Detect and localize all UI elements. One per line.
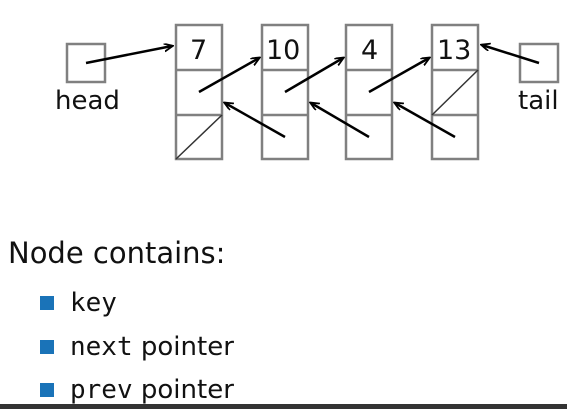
prev-arrow-2 — [225, 103, 286, 139]
list-node-4: 13 — [430, 23, 480, 161]
next-arrow-3 — [368, 58, 429, 94]
bullet-code: next — [70, 332, 133, 362]
null-prev-slash — [175, 114, 223, 160]
prev-arrow-3 — [311, 103, 370, 139]
bullet-code: key — [70, 288, 117, 318]
doubly-linked-list-diagram: head tail 7 10 4 13 — [55, 23, 560, 161]
node-key: 10 — [266, 35, 300, 66]
prev-arrow-4 — [395, 103, 456, 139]
node-key: 7 — [190, 35, 207, 66]
list-node-2: 10 — [260, 23, 310, 161]
bullet-item-prev: prev pointer — [40, 373, 234, 407]
bullet-code: prev — [70, 375, 133, 405]
head-pointer-box — [65, 42, 107, 84]
bullet-square-icon — [40, 296, 54, 310]
list-node-3: 4 — [344, 23, 394, 161]
node-contains-heading: Node contains: — [8, 236, 226, 270]
node-key: 4 — [361, 35, 378, 66]
bullet-item-key: key — [40, 286, 117, 320]
bullet-text: pointer — [132, 375, 234, 405]
list-node-1: 7 — [174, 23, 224, 161]
next-arrow-1 — [198, 58, 259, 94]
bullet-square-icon — [40, 383, 54, 397]
node-key: 13 — [437, 35, 471, 66]
bottom-divider — [0, 404, 567, 409]
tail-label: tail — [518, 86, 559, 116]
null-next-slash — [431, 69, 479, 116]
tail-arrow — [482, 45, 540, 65]
head-arrow — [85, 46, 172, 65]
head-label: head — [55, 86, 120, 116]
bullet-item-next: next pointer — [40, 330, 234, 364]
next-arrow-2 — [284, 58, 343, 94]
bullet-text: pointer — [132, 332, 234, 362]
bullet-square-icon — [40, 340, 54, 354]
tail-pointer-box — [518, 42, 560, 84]
